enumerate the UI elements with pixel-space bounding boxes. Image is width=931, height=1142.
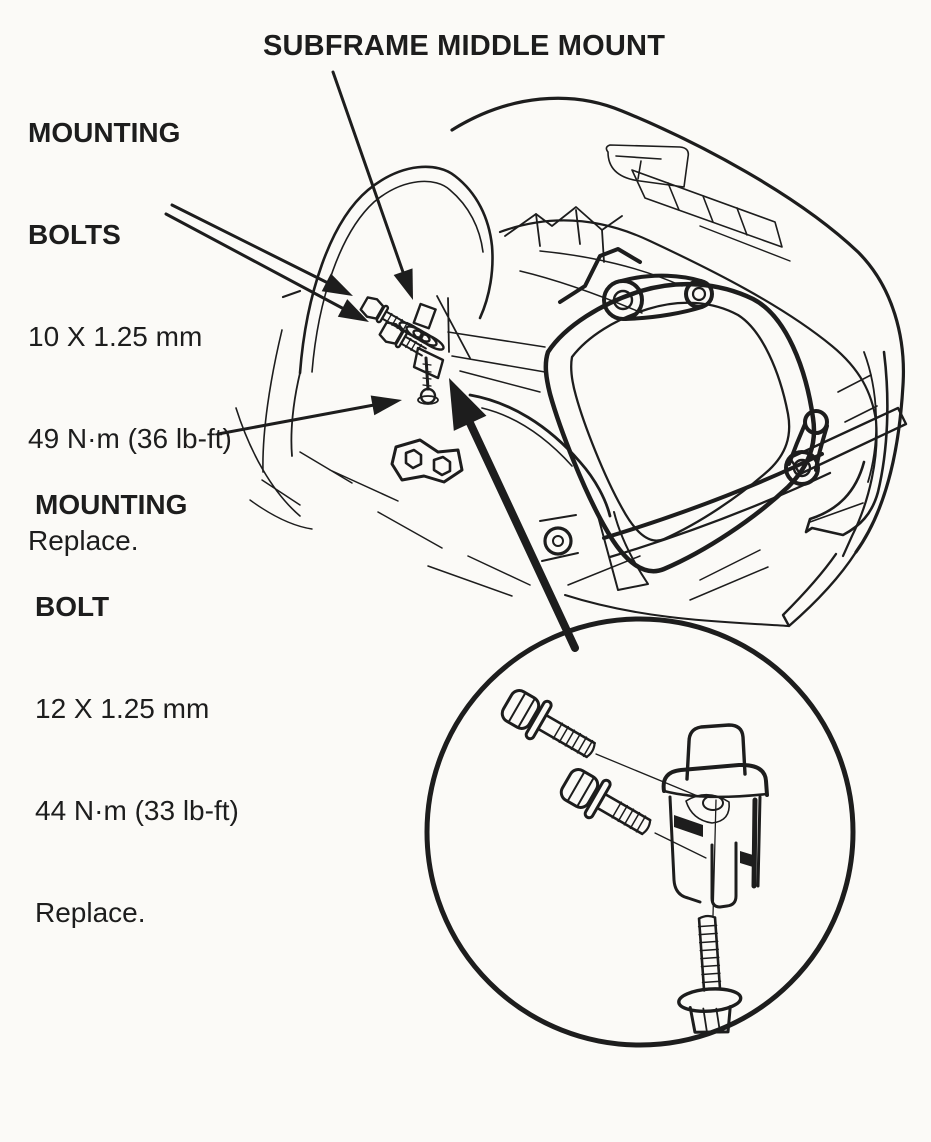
grille-hatch <box>605 144 791 262</box>
figure-title: SUBFRAME MIDDLE MOUNT <box>263 30 666 62</box>
subframe-inner <box>570 301 791 542</box>
subframe <box>543 247 832 627</box>
floor-pan-lines <box>261 451 769 601</box>
rocker-tail <box>788 350 908 537</box>
body-outline <box>450 96 906 628</box>
callout-note: Replace. <box>35 897 146 928</box>
subframe-crossmember <box>602 452 824 540</box>
small-mounting-bolt-2 <box>378 321 427 357</box>
leader-arrows <box>164 70 579 652</box>
long-mounting-bolt-main <box>417 356 439 405</box>
callout-name-line: MOUNTING <box>35 489 188 520</box>
bolts-leader-arrow-1 <box>170 203 353 296</box>
detail-bolt-lower <box>559 768 652 836</box>
subframe-outer <box>543 281 817 574</box>
callout-torque: 49 N·m (36 lb-ft) <box>28 423 232 454</box>
title-leader-arrow <box>331 70 413 300</box>
detail-callout-arrow <box>449 378 579 652</box>
callout-name-line: BOLT <box>35 591 110 622</box>
callout-mounting-bolts: MOUNTING BOLTS 10 X 1.25 mm 49 N·m (36 l… <box>28 48 232 626</box>
middle-mount-assembly <box>359 296 445 405</box>
bolts-leader-arrow-2 <box>164 212 369 322</box>
bracket-bolt-1 <box>404 448 423 470</box>
callout-size: 10 X 1.25 mm <box>28 321 203 352</box>
upper-link <box>602 273 714 321</box>
underbody-details <box>390 393 612 562</box>
detail-long-bolt <box>677 914 743 1034</box>
mount-body-main <box>398 302 445 380</box>
mount-cap <box>661 762 769 797</box>
callout-size: 12 X 1.25 mm <box>35 693 210 724</box>
callout-torque: 44 N·m (33 lb-ft) <box>35 795 239 826</box>
mount-boss <box>685 723 747 781</box>
detail-bolt-upper <box>500 689 596 759</box>
callout-note: Replace. <box>28 525 139 556</box>
callout-name-line: BOLTS <box>28 219 121 250</box>
mount-clevis <box>710 841 738 909</box>
bracket-bolt-2 <box>432 455 452 477</box>
callout-mounting-bolt: MOUNTING BOLT 12 X 1.25 mm 44 N·m (33 lb… <box>35 420 239 998</box>
detail-circle <box>424 616 856 1048</box>
vehicle-underbody-drawing <box>235 96 908 628</box>
stray-mark <box>281 289 302 299</box>
cowl-lines <box>436 206 683 393</box>
lower-link <box>784 409 829 486</box>
detail-view <box>424 616 856 1048</box>
bolt-leader-arrow <box>216 395 402 436</box>
mount-body <box>668 795 702 904</box>
detail-mount <box>661 723 769 909</box>
callout-name-line: MOUNTING <box>28 117 181 148</box>
